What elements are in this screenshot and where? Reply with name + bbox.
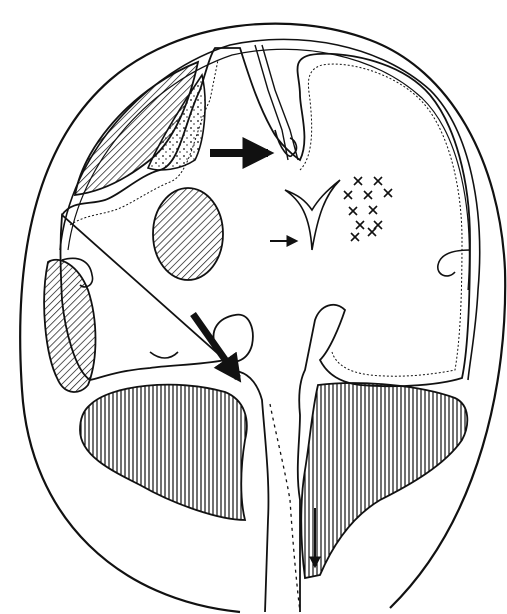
x-mark	[364, 191, 372, 199]
x-mark	[349, 207, 357, 215]
uncal-herniation-arrow	[193, 314, 238, 378]
brainstem-shift	[270, 404, 300, 612]
left-cerebellar-hemisphere	[80, 385, 247, 520]
x-mark	[368, 228, 376, 236]
x-mark	[374, 177, 382, 185]
x-marks-edema-cluster	[344, 177, 392, 241]
right-cerebellar-hemisphere	[301, 383, 467, 578]
falx	[255, 45, 298, 160]
x-mark	[356, 221, 364, 229]
left-temporal-hematoma	[44, 260, 95, 392]
x-mark	[351, 233, 359, 241]
intraparenchymal-lesion	[153, 188, 223, 280]
x-mark	[369, 206, 377, 214]
x-mark	[384, 189, 392, 197]
x-mark	[354, 177, 362, 185]
lateral-ventricle	[285, 180, 340, 250]
x-mark	[344, 191, 352, 199]
